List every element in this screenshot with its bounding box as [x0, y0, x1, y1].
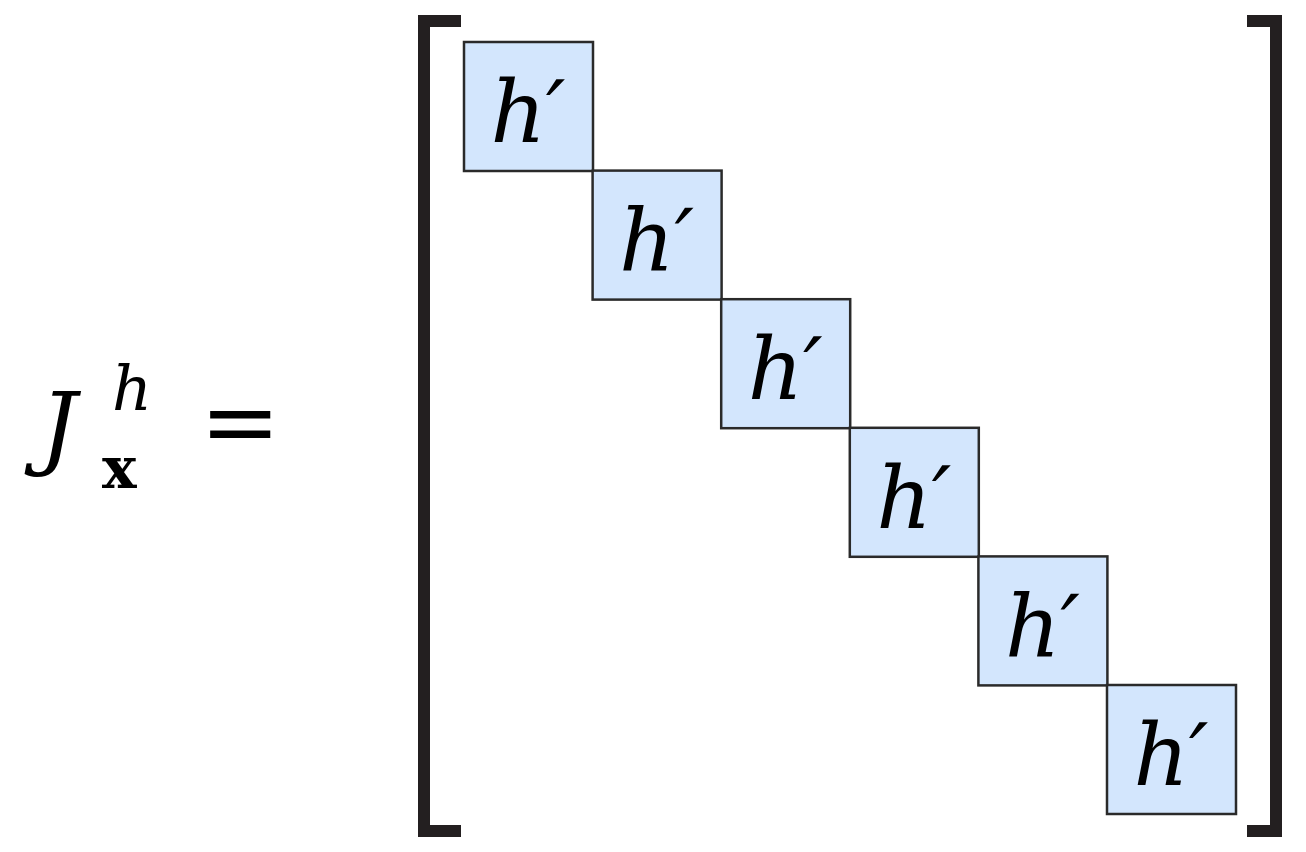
diagonal-block — [977, 555, 1109, 687]
diagonal-block — [591, 169, 723, 301]
diagonal-entry: h′ — [1005, 577, 1080, 677]
left-bracket — [418, 15, 461, 837]
diagonal-entry: h′ — [619, 192, 694, 292]
right-bracket — [1247, 15, 1282, 837]
diagonal-blocks: h′ h′ h′ h′ h′ h′ — [462, 40, 1238, 816]
lhs-expression: J h x = — [24, 352, 280, 502]
diagonal-block — [719, 297, 852, 430]
diagonal-block — [462, 40, 595, 173]
diagonal-entry: h′ — [876, 449, 951, 549]
jacobian-superscript: h — [112, 352, 152, 425]
diagonal-block — [1105, 683, 1238, 816]
diagonal-entry: h′ — [748, 320, 823, 420]
equals-sign: = — [200, 366, 280, 478]
diagonal-entry: h′ — [1134, 706, 1209, 806]
jacobian-subscript: x — [102, 434, 137, 502]
jacobian-symbol: J — [24, 373, 82, 480]
diagonal-block — [848, 426, 981, 559]
diagonal-entry: h′ — [491, 63, 566, 163]
